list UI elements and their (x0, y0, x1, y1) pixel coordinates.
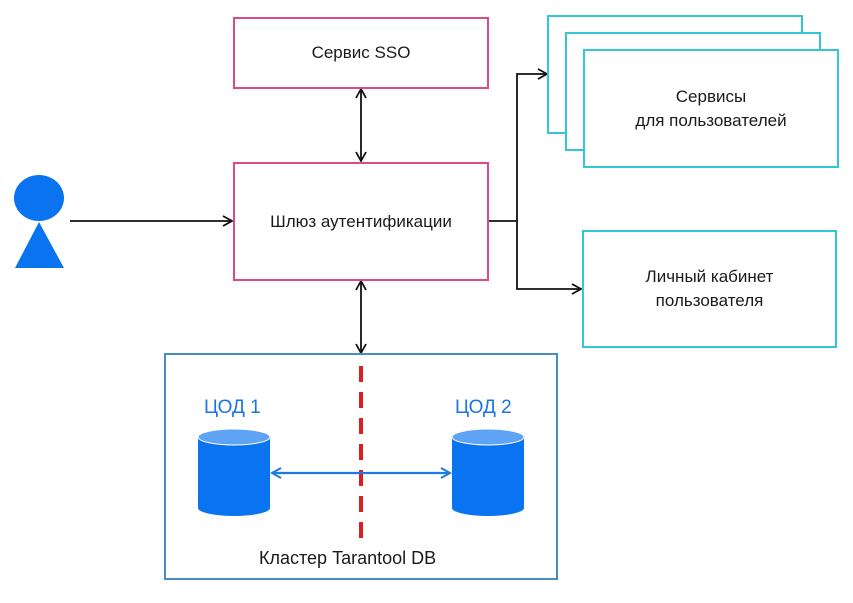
dc2-label: ЦОД 2 (455, 397, 512, 418)
user-head-icon (14, 175, 64, 221)
dc1-label: ЦОД 1 (204, 397, 261, 418)
sso-service-box[interactable]: Сервис SSO (233, 17, 489, 89)
personal-account-label-line2: пользователя (655, 291, 764, 310)
personal-account-box[interactable]: Личный кабинет пользователя (582, 230, 837, 348)
user-services-label-line1: Сервисы (675, 86, 747, 106)
auth-gateway-label: Шлюз аутентификации (270, 211, 452, 231)
user-body-icon (15, 222, 64, 268)
sso-service-label: Сервис SSO (311, 43, 411, 62)
user-services-label-line2: для пользователей (635, 110, 787, 130)
personal-account-label-line1: Личный кабинет (645, 267, 774, 286)
auth-gateway-box[interactable]: Шлюз аутентификации (233, 162, 489, 281)
arrow-gateway-to-personal-account (516, 221, 583, 295)
arrow-gateway-to-user-services (488, 68, 549, 222)
database-icon-dc2 (451, 428, 525, 516)
database-icon-dc1 (197, 428, 271, 516)
user-services-box[interactable]: Сервисы для пользователей (583, 49, 839, 168)
user-person-icon (14, 175, 64, 268)
tarantool-cluster-box[interactable] (164, 353, 558, 580)
cluster-label: Кластер Tarantool DB (259, 548, 437, 568)
